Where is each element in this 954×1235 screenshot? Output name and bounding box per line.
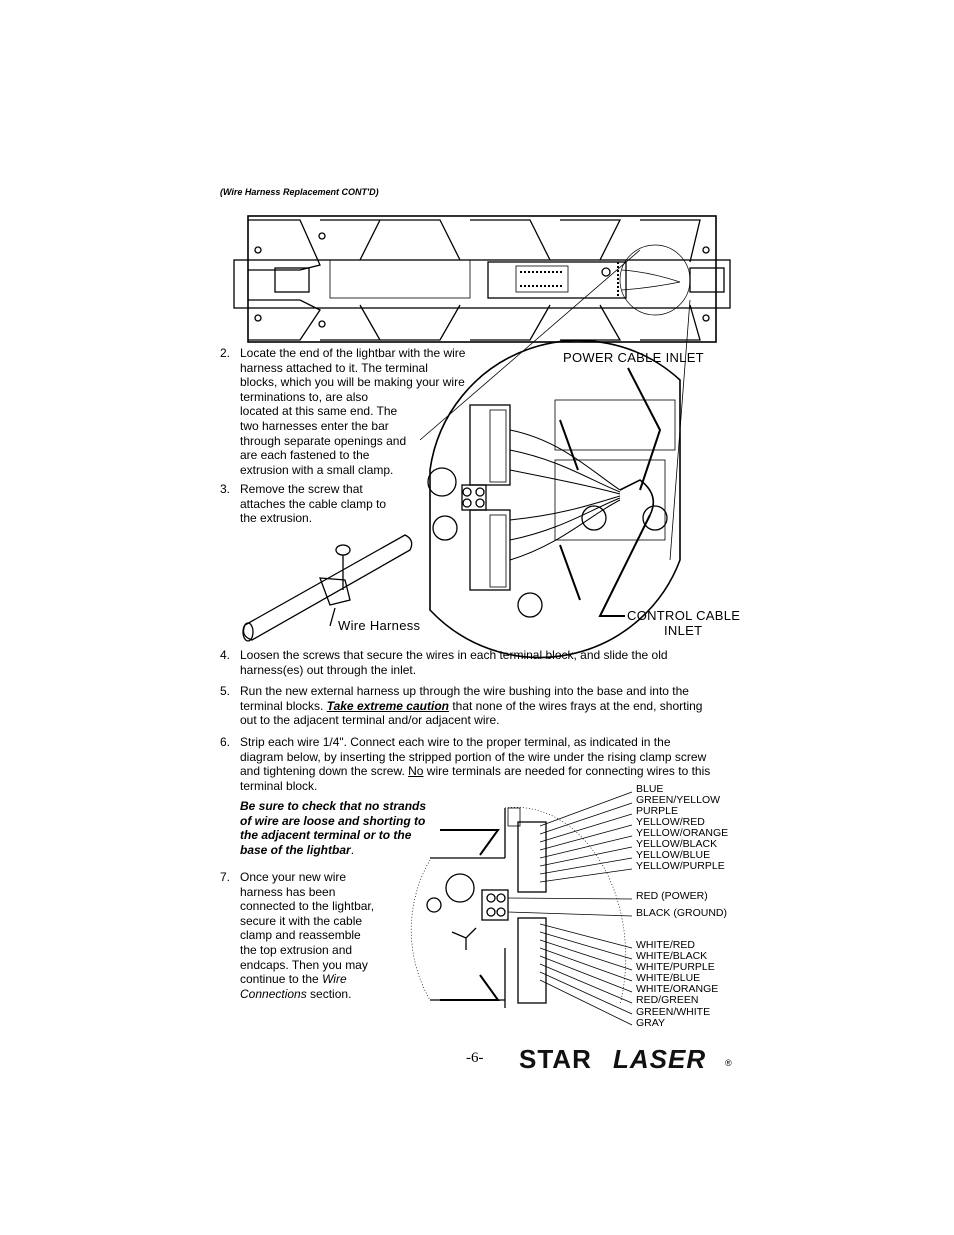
inlet-arrows xyxy=(598,367,662,617)
lightbar-top-view xyxy=(233,215,731,343)
wire-label: WHITE/BLACK xyxy=(636,950,708,962)
wire-label: GREEN/WHITE xyxy=(636,1006,711,1018)
wire-label: YELLOW/BLUE xyxy=(636,849,711,861)
control-cable-inlet-label: CONTROL CABLE xyxy=(627,608,741,623)
wire-label: YELLOW/ORANGE xyxy=(636,827,729,839)
wire-label-power: RED (POWER) xyxy=(636,890,708,902)
page-number: -6- xyxy=(466,1050,484,1066)
wire-label: WHITE/RED xyxy=(636,939,695,951)
wire-label: PURPLE xyxy=(636,805,679,817)
starlaser-logo: STAR LASER ® xyxy=(519,1044,732,1074)
wire-label: GREEN/YELLOW xyxy=(636,794,721,806)
wire-leader-lines xyxy=(507,791,633,1026)
cable-clamp-drawing xyxy=(242,534,413,642)
wire-label: WHITE/ORANGE xyxy=(636,983,719,995)
caution-note: Be sure to check that no strands of wire… xyxy=(240,799,427,857)
wire-harness-label: Wire Harness xyxy=(338,618,421,633)
terminal-block-diagram xyxy=(410,807,627,1008)
wire-label: YELLOW/PURPLE xyxy=(636,860,725,872)
wire-label: GRAY xyxy=(636,1017,665,1029)
power-cable-inlet-label: POWER CABLE INLET xyxy=(563,350,704,365)
section-header: (Wire Harness Replacement CONT'D) xyxy=(220,187,379,197)
wire-label: RED/GREEN xyxy=(636,994,699,1006)
wire-label: BLUE xyxy=(636,783,664,795)
control-cable-inlet-label-2: INLET xyxy=(664,623,703,638)
wire-label: WHITE/PURPLE xyxy=(636,961,715,973)
wire-label: YELLOW/RED xyxy=(636,816,705,828)
wire-label: WHITE/BLUE xyxy=(636,972,701,984)
wire-label-ground: BLACK (GROUND) xyxy=(636,907,728,919)
caution-emphasis: Take extreme caution xyxy=(326,698,449,713)
terminal-detail-view xyxy=(427,339,681,659)
wire-label: YELLOW/BLACK xyxy=(636,838,718,850)
